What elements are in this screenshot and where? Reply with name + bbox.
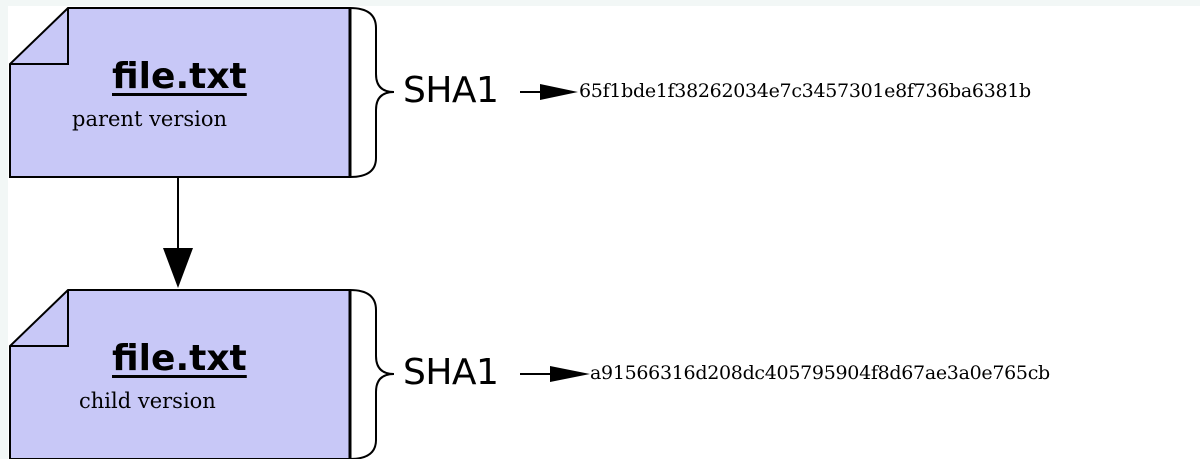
parent-filename: file.txt [112, 56, 247, 97]
child-curly-brace [349, 289, 395, 459]
child-caption: child version [79, 389, 216, 413]
parent-caption: parent version [72, 107, 228, 131]
parent-hash-label: SHA1 [403, 70, 499, 111]
child-hash-arrowhead [550, 366, 590, 382]
child-filename: file.txt [112, 338, 247, 379]
parent-hash-arrowhead [540, 84, 578, 100]
child-hash-label: SHA1 [403, 352, 499, 393]
parent-hash-value: 65f1bde1f38262034e7c3457301e8f736ba6381b [579, 80, 1031, 102]
parent-to-child-arrowhead [163, 248, 193, 288]
child-document-fold [10, 290, 69, 347]
parent-document-shape [9, 7, 351, 178]
left-margin-strip [0, 0, 8, 459]
top-margin-strip [0, 0, 1200, 6]
parent-document-fold [10, 8, 69, 65]
child-document-shape [9, 289, 351, 459]
parent-curly-brace [349, 7, 395, 178]
child-hash-value: a91566316d208dc405795904f8d67ae3a0e765cb [590, 362, 1050, 384]
